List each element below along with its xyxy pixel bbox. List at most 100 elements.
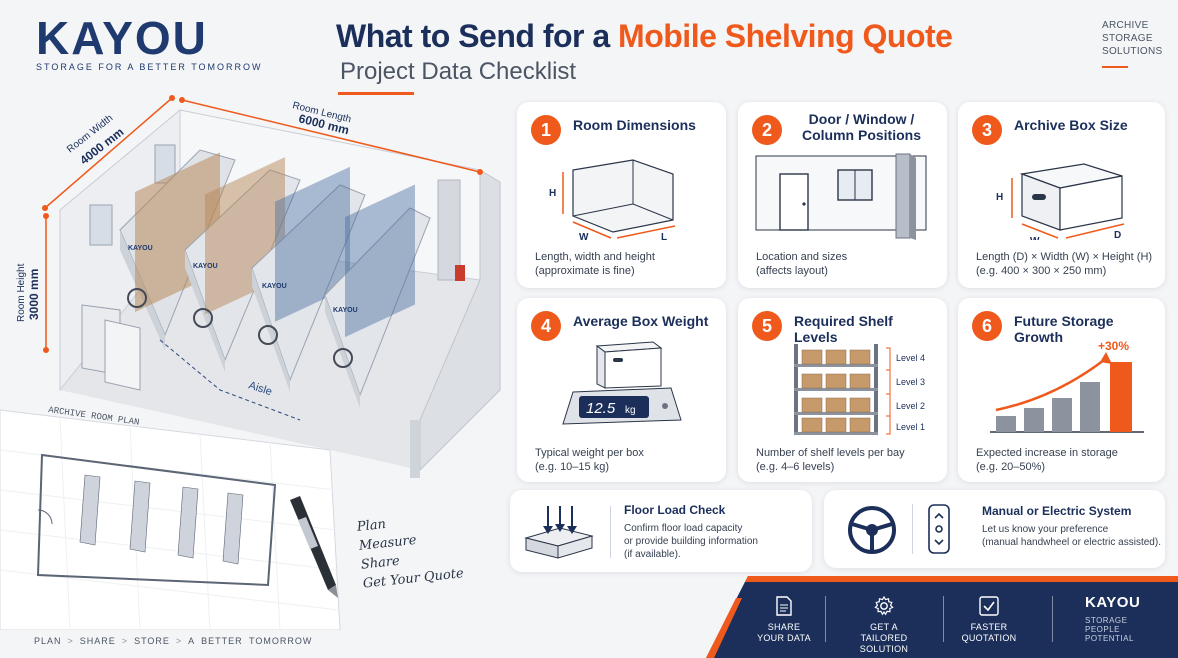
level-label: Level 2 — [896, 401, 925, 411]
page-title: What to Send for a Mobile Shelving Quote — [336, 18, 953, 55]
card-desc-line: Location and sizes — [756, 251, 848, 263]
step-number-badge: 4 — [531, 311, 561, 341]
card-manual-or-electric-system: Manual or Electric System Let us know yo… — [824, 490, 1165, 568]
archive-box-icon: H W D — [996, 163, 1125, 240]
logo-wordmark: KAYOU — [36, 12, 208, 64]
banner-divider — [825, 596, 826, 642]
height-label: H — [549, 188, 556, 199]
footer-nav-item: SHARE — [79, 636, 116, 646]
card-description: Length, width and height (approximate is… — [535, 250, 655, 278]
page-subtitle: Project Data Checklist — [340, 58, 577, 85]
card-title: Required Shelf Levels — [794, 313, 893, 345]
corner-tag-line: ARCHIVE — [1102, 20, 1149, 31]
growth-label: +30% — [1098, 339, 1129, 353]
floor-load-desc-line: (if available). — [624, 549, 681, 560]
height-label: H — [996, 192, 1003, 203]
scale-reading: 12.5 — [586, 400, 616, 417]
card-description: Length (D) × Width (W) × Height (H) (e.g… — [976, 250, 1152, 278]
card-desc-line: Number of shelf levels per bay — [756, 447, 905, 459]
card-required-shelf-levels: 5 Required Shelf Levels Level 4 Level 3 … — [738, 298, 947, 482]
shelf-brand-label: KAYOU — [262, 283, 287, 290]
card-description: Number of shelf levels per bay (e.g. 4–6… — [756, 446, 905, 474]
banner-item-faster-quotation: FASTER QUOTATION — [957, 596, 1021, 644]
card-desc-line: (e.g. 20–50%) — [976, 461, 1046, 473]
floor-load-desc-line: Confirm floor load capacity — [624, 523, 743, 534]
handwheel-icon — [848, 506, 896, 554]
checkbox-icon — [979, 596, 999, 616]
floor-load-desc-line: or provide building information — [624, 536, 758, 547]
card-desc-line: Length (D) × Width (W) × Height (H) — [976, 251, 1153, 263]
banner-logo: KAYOU — [1085, 594, 1141, 611]
card-description: Location and sizes (affects layout) — [756, 250, 847, 278]
card-desc-line: (approximate is fine) — [535, 265, 635, 277]
level-label: Level 3 — [896, 377, 925, 387]
room-dimension-icon: H W L — [549, 159, 676, 240]
banner-item-line: QUOTATION — [961, 633, 1017, 643]
title-accent: Mobile Shelving Quote — [618, 18, 953, 54]
card-archive-box-size: 3 Archive Box Size H W D Length (D) × Wi… — [958, 102, 1165, 288]
step-number-badge: 5 — [752, 311, 782, 341]
banner-tagline: STORAGE PEOPLE POTENTIAL — [1085, 616, 1134, 643]
system-desc-line: Let us know your preference — [982, 524, 1109, 535]
floor-load-icon — [524, 506, 594, 559]
brand-logo: KAYOU STORAGE FOR A BETTER TOMORROW — [36, 12, 263, 72]
archive-room-plan: ARCHIVE ROOM PLAN — [0, 405, 341, 630]
width-label: W — [579, 232, 589, 240]
system-title: Manual or Electric System — [982, 504, 1132, 518]
shelf-levels-icon: Level 4 Level 3 Level 2 Level 1 — [794, 344, 925, 435]
width-label: W — [1030, 236, 1040, 240]
card-desc-line: (e.g. 4–6 levels) — [756, 461, 835, 473]
step-number-badge: 1 — [531, 115, 561, 145]
banner-tag-line: POTENTIAL — [1085, 634, 1134, 643]
divider — [912, 504, 913, 554]
corner-tag-line: SOLUTIONS — [1102, 46, 1163, 57]
footer-breadcrumb: PLAN>SHARE>STORE>A BETTER TOMORROW — [34, 636, 313, 646]
card-desc-line: (e.g. 400 × 300 × 250 mm) — [976, 265, 1107, 277]
card-description: Expected increase in storage (e.g. 20–50… — [976, 446, 1118, 474]
floor-load-title: Floor Load Check — [624, 503, 726, 517]
step-number-badge: 6 — [972, 311, 1002, 341]
floor-load-description: Confirm floor load capacity or provide b… — [624, 522, 758, 561]
footer-nav-item: STORE — [134, 636, 170, 646]
banner-item-tailored-solution: GET A TAILORED SOLUTION — [836, 596, 932, 655]
card-title: Average Box Weight — [573, 313, 709, 329]
card-room-dimensions: 1 Room Dimensions H W L Length, width an… — [517, 102, 726, 288]
banner-tag-line: PEOPLE — [1085, 625, 1121, 634]
footer-nav-item: PLAN — [34, 636, 62, 646]
level-label: Level 4 — [896, 353, 925, 363]
banner-divider — [943, 596, 944, 642]
card-title: Future Storage Growth — [1014, 313, 1114, 345]
document-icon — [776, 596, 792, 616]
bottom-banner — [706, 576, 1178, 658]
card-title: Archive Box Size — [1014, 117, 1128, 133]
banner-tag-line: STORAGE — [1085, 616, 1128, 625]
card-desc-line: Length, width and height — [535, 251, 655, 263]
banner-item-share-data: SHARE YOUR DATA — [752, 596, 816, 644]
room-height-value: 3000 mm — [27, 269, 41, 320]
card-desc-line: Expected increase in storage — [976, 447, 1118, 459]
card-desc-line: Typical weight per box — [535, 447, 644, 459]
step-number-badge: 3 — [972, 115, 1002, 145]
shelf-brand-label: KAYOU — [128, 245, 153, 252]
corner-tag: ARCHIVE STORAGE SOLUTIONS — [1102, 19, 1163, 58]
gear-icon — [874, 596, 894, 616]
level-label: Level 1 — [896, 422, 925, 432]
card-description: Typical weight per box (e.g. 10–15 kg) — [535, 446, 644, 474]
electric-control-icon — [928, 504, 950, 554]
wall-elevation-icon — [755, 153, 927, 240]
system-desc-line: (manual handwheel or electric assisted). — [982, 537, 1161, 548]
card-door-window-column: 2 Door / Window / Column Positions Locat… — [738, 102, 947, 288]
shelf-brand-label: KAYOU — [193, 263, 218, 270]
subtitle-underline — [338, 92, 414, 95]
card-future-storage-growth: 6 Future Storage Growth +30% Expected in… — [958, 298, 1165, 482]
title-part1: What to Send for a — [336, 18, 619, 54]
room-height-label: Room Height — [16, 263, 27, 322]
pen-icon — [290, 496, 338, 598]
growth-chart-icon: +30% — [990, 339, 1144, 433]
banner-item-line: TAILORED SOLUTION — [859, 633, 909, 654]
corner-underline — [1102, 66, 1128, 68]
footer-nav-item: A BETTER TOMORROW — [188, 636, 313, 646]
card-title: Room Dimensions — [573, 117, 696, 133]
depth-label: D — [1114, 230, 1121, 240]
banner-item-line: SHARE — [767, 622, 801, 632]
